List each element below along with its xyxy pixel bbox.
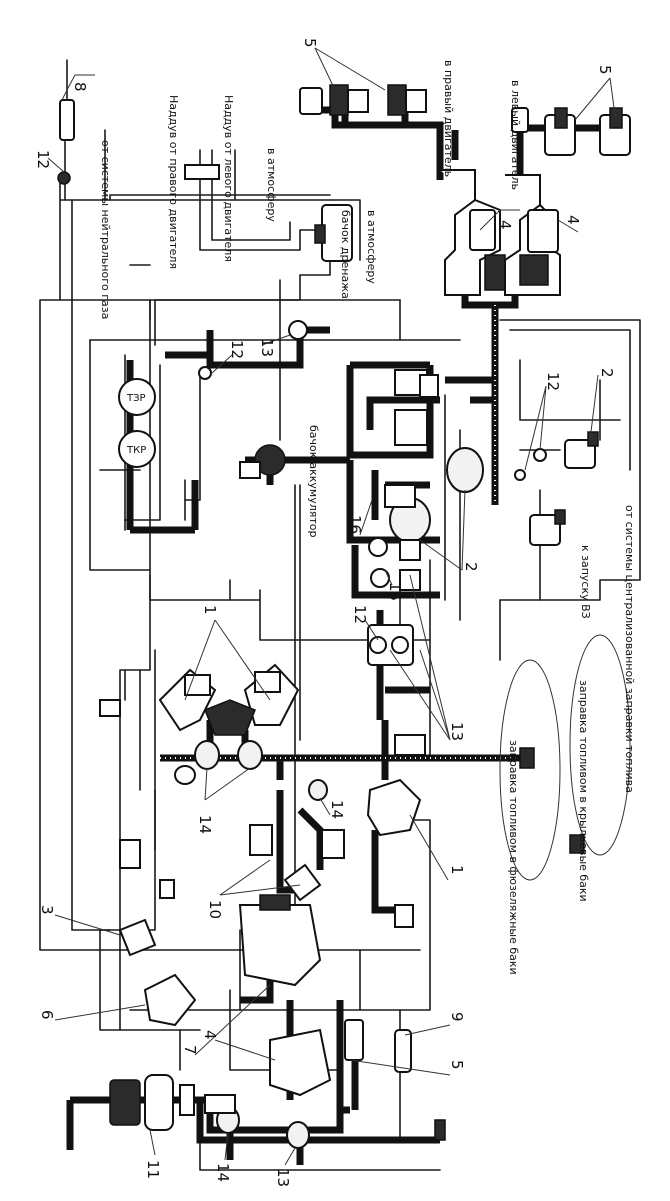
valve-14-left-a	[194, 740, 220, 770]
callout-2-center: 2	[462, 562, 480, 572]
callout-12-center: 12	[351, 605, 369, 624]
callout-7: 7	[181, 1045, 199, 1055]
callout-6: 6	[38, 1010, 56, 1020]
valve-13-mid	[288, 320, 308, 340]
filter-8	[59, 99, 75, 141]
label-atmosphere-2: в атмосферу	[365, 210, 378, 284]
gauge-tzr-label: ТЗР	[126, 393, 146, 404]
valve-10	[283, 863, 322, 902]
callout-4-top-b: 4	[564, 215, 582, 225]
valves-5-top-right	[511, 107, 631, 156]
transfer-pump-1-right	[366, 778, 422, 837]
callout-15: 15	[386, 582, 404, 601]
gauge-tkr-label: ТКР	[126, 445, 146, 456]
callout-11: 11	[144, 1160, 162, 1179]
components: ТКР ТЗР	[57, 59, 631, 1149]
refuel-panel-wing	[569, 634, 631, 856]
label-refuel-fuselage: заправка топливом в фюзеляжные баки	[507, 740, 520, 975]
filter-9	[394, 1029, 412, 1073]
engine-pumps-4-top	[440, 169, 561, 296]
tank-pump-b	[394, 409, 428, 446]
label-right-engine: в правый двигатель	[442, 60, 455, 177]
pumps-2-right	[514, 431, 599, 546]
callout-14-left: 14	[196, 815, 214, 834]
callout-12-mid: 12	[228, 340, 246, 359]
valve-14-mid	[308, 779, 328, 801]
callout-10: 10	[206, 900, 224, 919]
refuel-panel-fuselage	[499, 659, 561, 881]
callout-5-top-right: 5	[596, 65, 614, 75]
callout-1-left: 1	[201, 605, 219, 615]
label-accumulator: бачок-аккумулятор	[307, 425, 320, 537]
callout-2-right: 2	[598, 368, 616, 378]
callout-14-mid: 14	[328, 800, 346, 819]
callouts: 8 12 5 5 4 4 12 13 12 2 16 15 2 12 13 1 …	[34, 38, 616, 1187]
text-labels: от системы нейтрального газа Наддув от п…	[99, 60, 636, 975]
callout-4-top-a: 4	[496, 220, 514, 230]
label-to-apu: к запуску ВЗ	[579, 545, 592, 619]
callout-3: 3	[38, 905, 56, 915]
label-neutral-gas: от системы нейтрального газа	[99, 140, 112, 319]
valve-5-bottom	[344, 1019, 364, 1061]
valve-13-bottom	[286, 1121, 310, 1149]
left-box-a	[119, 839, 141, 869]
float-sensor-2-a	[446, 447, 484, 493]
valve-14-left-b	[237, 740, 263, 770]
callout-13-mid: 13	[258, 338, 276, 357]
callout-14-bottom: 14	[214, 1163, 232, 1182]
gauge-tkr	[118, 430, 156, 468]
pressure-sensor-12-top	[57, 171, 71, 185]
valve-15-a	[368, 537, 388, 557]
unit-6	[143, 973, 197, 1027]
callout-4-bottom: 4	[201, 1030, 219, 1040]
callout-8: 8	[71, 82, 89, 92]
label-atmosphere-1: в атмосферу	[265, 148, 278, 222]
label-from-refuel: от системы централизованной заправки топ…	[623, 505, 636, 793]
center-valve-block	[367, 624, 414, 666]
callout-12-top: 12	[34, 150, 52, 169]
callout-5-top-left: 5	[301, 38, 319, 48]
label-boost-right: Наддув от правого двигателя	[167, 95, 180, 269]
label-refuel-wing: заправка топливом в крыльевые баки	[577, 680, 590, 902]
left-box-b	[99, 699, 121, 717]
unit-3	[118, 918, 157, 957]
callout-12-right: 12	[544, 372, 562, 391]
label-boost-left: Наддув от левого двигателя	[222, 95, 235, 262]
boost-manifold	[184, 164, 220, 180]
callout-13-center: 13	[448, 722, 466, 741]
label-left-engine: в левый двигатель	[509, 80, 522, 190]
callout-13-bottom: 13	[274, 1168, 292, 1187]
valve-12-mid	[198, 366, 212, 380]
valves-5-top-left	[299, 84, 427, 116]
gauge-tzr	[118, 378, 156, 416]
callout-5-bottom: 5	[448, 1060, 466, 1070]
callout-16: 16	[346, 515, 364, 534]
unit-7	[238, 904, 322, 987]
label-drain-tank: бачок дренажа	[339, 210, 352, 299]
accumulator-tank	[254, 444, 286, 476]
callout-9: 9	[448, 1012, 466, 1022]
transfer-pumps-1-left	[158, 663, 300, 736]
pump-11	[109, 1079, 141, 1126]
callout-1-right: 1	[448, 865, 466, 875]
pump-4-bottom	[269, 1028, 332, 1097]
